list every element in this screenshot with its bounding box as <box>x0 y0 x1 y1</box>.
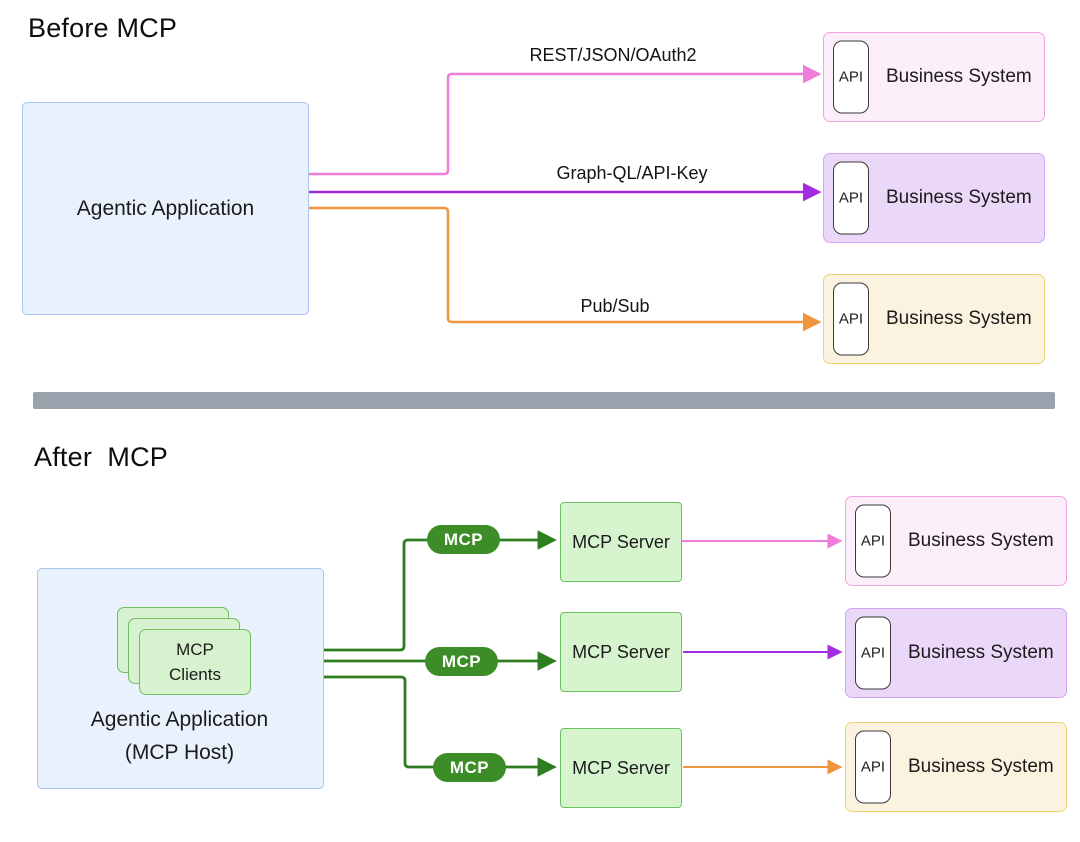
business-system-label: Business System <box>886 187 1032 208</box>
mcp-server-box: MCP Server <box>560 728 682 808</box>
api-badge: API <box>833 161 869 235</box>
mcp-server-box: MCP Server <box>560 612 682 692</box>
agentic-application-box: Agentic Application <box>22 102 309 315</box>
mcp-host-label: Agentic Application (MCP Host) <box>37 703 322 769</box>
protocol-label-pubsub: Pub/Sub <box>580 296 650 316</box>
section-divider-bar <box>33 392 1055 409</box>
after-section-title: After MCP <box>34 442 169 472</box>
api-badge: API <box>855 730 891 804</box>
before-section-title: Before MCP <box>28 13 178 43</box>
business-system-label: Business System <box>886 308 1032 329</box>
mcp-pill: MCP <box>425 647 498 676</box>
mcp-host-label-line2: (MCP Host) <box>124 741 235 764</box>
business-system-box: API Business System <box>823 153 1045 243</box>
api-badge: API <box>855 504 891 578</box>
mcp-pill: MCP <box>427 525 500 554</box>
business-system-box: API Business System <box>845 608 1067 698</box>
business-system-label: Business System <box>908 756 1054 777</box>
business-system-box: API Business System <box>823 274 1045 364</box>
agentic-application-label: Agentic Application <box>76 196 255 220</box>
api-badge: API <box>833 40 869 114</box>
mcp-host-box <box>37 568 324 789</box>
mcp-pill: MCP <box>433 753 506 782</box>
business-system-box: API Business System <box>845 496 1067 586</box>
business-system-label: Business System <box>908 642 1054 663</box>
business-system-box: API Business System <box>845 722 1067 812</box>
protocol-label-graphql: Graph-QL/API-Key <box>556 163 708 183</box>
business-system-box: API Business System <box>823 32 1045 122</box>
business-system-label: Business System <box>908 530 1054 551</box>
api-badge: API <box>855 616 891 690</box>
business-system-label: Business System <box>886 66 1032 87</box>
protocol-label-rest: REST/JSON/OAuth2 <box>529 45 697 65</box>
before-line-rest <box>307 64 822 176</box>
api-badge: API <box>833 282 869 356</box>
mcp-server-box: MCP Server <box>560 502 682 582</box>
mcp-host-label-line1: Agentic Application <box>90 708 269 731</box>
